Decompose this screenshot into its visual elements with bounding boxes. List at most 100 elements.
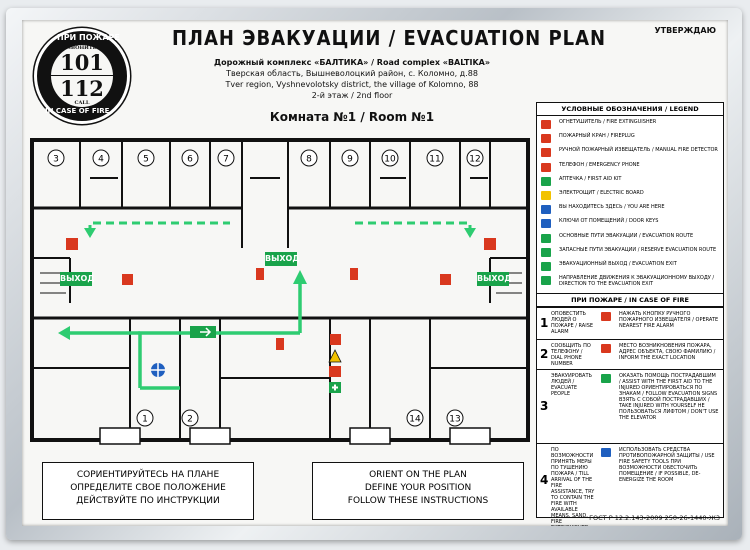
legend-symbol-icon: [541, 176, 551, 186]
exit-sign-left: ВЫХОД: [60, 272, 94, 286]
standard-footer: ГОСТ Р 12.2.143-2009 250-26-1440-Ж3: [589, 514, 720, 522]
legend-item-label: ВЫ НАХОДИТЕСЬ ЗДЕСЬ / YOU ARE HERE: [559, 204, 665, 211]
room-number: 13: [449, 415, 460, 425]
instructions-ru-box: СОРИЕНТИРУЙТЕСЬ НА ПЛАНЕ ОПРЕДЕЛИТЕ СВОЕ…: [42, 462, 254, 520]
room-number: 8: [306, 155, 312, 165]
room-label: Комната №1 / Room №1: [269, 110, 435, 124]
fireplug-icon: [484, 238, 496, 250]
fire-step-action: СООБЩИТЬ ПО ТЕЛЕФОНУ / DIAL PHONE NUMBER: [551, 343, 591, 367]
legend-symbol-icon: [541, 205, 551, 215]
instruction-en-line: FOLLOW THESE INSTRUCTIONS: [347, 496, 489, 506]
room-number: 14: [409, 415, 421, 425]
legend-item: ЗАПАСНЫЕ ПУТИ ЭВАКУАЦИИ / RESERVE EVACUA…: [541, 247, 719, 259]
badge-number-112: 112: [51, 75, 113, 101]
fire-step-action: ОПОВЕСТИТЬ ЛЮДЕЙ О ПОЖАРЕ / RAISE ALARM: [551, 311, 594, 335]
legend-item-label: КЛЮЧИ ОТ ПОМЕЩЕНИЙ / DOOR KEYS: [559, 218, 659, 225]
fire-step-action: ПО ВОЗМОЖНОСТИ ПРИНЯТЬ МЕРЫ ПО ТУШЕНИЮ П…: [551, 447, 595, 526]
address-en: Tver region, Vyshnevolotsky district, th…: [225, 80, 479, 89]
legend-symbol-icon: [541, 276, 551, 286]
reserve-route-right: [350, 221, 472, 233]
you-are-here-icon: [151, 363, 165, 377]
room-number-circle: [426, 149, 444, 167]
badge-inner: ЗВОНИТЬ 101 112 CALL: [51, 45, 113, 107]
legend-item: КЛЮЧИ ОТ ПОМЕЩЕНИЙ / DOOR KEYS: [541, 218, 719, 230]
legend-item-label: ТЕЛЕФОН / EMERGENCY PHONE: [559, 161, 640, 168]
fire-step-icon: [601, 448, 611, 457]
legend-symbol-icon: [541, 134, 551, 144]
legend-item-label: ЗАПАСНЫЕ ПУТИ ЭВАКУАЦИИ / RESERVE EVACUA…: [559, 246, 717, 253]
alarm-button-icon: [330, 334, 341, 345]
room-number: 4: [98, 155, 104, 165]
approval-label: УТВЕРЖДАЮ: [654, 26, 716, 35]
fire-step-number: 3: [540, 399, 549, 413]
address-ru: Тверская область, Вышневолоцкий район, с…: [226, 69, 478, 78]
fire-equipment: [66, 238, 496, 393]
room-number: 9: [347, 155, 353, 165]
fire-step-number: 1: [540, 316, 549, 330]
legend-symbol-icon: [541, 120, 551, 129]
room-number: 11: [429, 155, 440, 165]
room-number: 12: [469, 155, 480, 165]
legend-item-label: АПТЕЧКА / FIRST AID KIT: [559, 175, 622, 182]
room-number-circle: [181, 149, 199, 167]
legend-item-label: РУЧНОЙ ПОЖАРНЫЙ ИЗВЕЩАТЕЛЬ / MANUAL FIRE…: [559, 147, 718, 154]
fire-step-icon: [601, 344, 611, 353]
legend-item: ОГНЕТУШИТЕЛЬ / FIRE EXTINGUISHER: [541, 119, 719, 131]
complex-name: Дорожный комплекс «БАЛТИКА» / Road compl…: [213, 58, 491, 67]
room-number-circle: [446, 409, 464, 427]
legend-item-label: ОГНЕТУШИТЕЛЬ / FIRE EXTINGUISHER: [559, 119, 657, 125]
legend-symbol-icon: [541, 148, 551, 158]
legend-item: РУЧНОЙ ПОЖАРНЫЙ ИЗВЕЩАТЕЛЬ / MANUAL FIRE…: [541, 147, 719, 159]
instruction-en-line: DEFINE YOUR POSITION: [364, 483, 472, 493]
legend-item: ОСНОВНЫЕ ПУТИ ЭВАКУАЦИИ / EVACUATION ROU…: [541, 233, 719, 245]
legend-item: ПОЖАРНЫЙ КРАН / FIREPLUG: [541, 133, 719, 145]
extinguisher-icon: [256, 268, 264, 280]
legend-item-label: ЭВАКУАЦИОННЫЙ ВЫХОД / EVACUATION EXIT: [559, 261, 677, 267]
fire-step-description: ИСПОЛЬЗОВАТЬ СРЕДСТВА ПРОТИВОПОЖАРНОЙ ЗА…: [619, 447, 715, 483]
room-number-circle: [300, 149, 318, 167]
instruction-ru-line: ДЕЙСТВУЙТЕ ПО ИНСТРУКЦИИ: [76, 496, 220, 506]
route-arrowheads: [58, 228, 476, 340]
legend-item: НАПРАВЛЕНИЕ ДВИЖЕНИЯ К ЭВАКУАЦИОННОМУ ВЫ…: [541, 275, 719, 287]
room-number-circle: [136, 409, 154, 427]
legend-item-label: НАПРАВЛЕНИЕ ДВИЖЕНИЯ К ЭВАКУАЦИОННОМУ ВЫ…: [559, 275, 715, 288]
fire-step-description: НАЖАТЬ КНОПКУ РУЧНОГО ПОЖАРНОГО ИЗВЕЩАТЕ…: [619, 311, 719, 329]
room-number: 5: [143, 155, 149, 165]
room-number: 6: [187, 155, 193, 165]
exit-sign-right: ВЫХОД: [477, 272, 511, 286]
room-number: 1: [142, 415, 148, 425]
extinguisher-icon: [276, 338, 284, 350]
room-number-circle: [217, 149, 235, 167]
alarm-button-icon: [440, 274, 451, 285]
legend-symbol-icon: [541, 262, 551, 271]
fire-step-description: МЕСТО ВОЗНИКНОВЕНИЯ ПОЖАРА, АДРЕС ОБЪЕКТ…: [619, 343, 716, 361]
badge-bottom-text: IN CASE OF FIRE: [45, 107, 110, 115]
room-number-circle: [341, 149, 359, 167]
instructions-en-box: ORIENT ON THE PLAN DEFINE YOUR POSITION …: [312, 462, 524, 520]
room-number-circle: [92, 149, 110, 167]
fire-step-icon: [601, 312, 611, 321]
room-number-circle: [47, 149, 65, 167]
legend-item: ТЕЛЕФОН / EMERGENCY PHONE: [541, 162, 719, 174]
legend-symbol-icon: [541, 219, 551, 229]
legend-item: АПТЕЧКА / FIRST AID KIT: [541, 176, 719, 188]
exit-direction-arrow: [200, 327, 212, 337]
instruction-ru-line: ОПРЕДЕЛИТЕ СВОЕ ПОЛОЖЕНИЕ: [70, 483, 226, 493]
badge-call-ru: ЗВОНИТЬ: [67, 45, 97, 51]
legend-symbol-icon: [541, 162, 551, 172]
emergency-call-badge: ПРИ ПОЖАРЕ ЗВОНИТЬ 101 112 CALL IN CASE …: [34, 28, 130, 124]
legend-item: ЭЛЕКТРОЩИТ / ELECTRIC BOARD: [541, 190, 719, 202]
room-number-circle: [466, 149, 484, 167]
fire-step-description: ОКАЗАТЬ ПОМОЩЬ ПОСТРАДАВШИМ / ASSIST WIT…: [619, 373, 719, 421]
reserve-route-left: [88, 221, 230, 233]
fire-step-icon: [601, 374, 611, 383]
room-number: 10: [384, 155, 396, 165]
exit-sign-center: ВЫХОД: [265, 252, 299, 266]
legend-title: УСЛОВНЫЕ ОБОЗНАЧЕНИЯ / LEGEND: [537, 103, 723, 116]
